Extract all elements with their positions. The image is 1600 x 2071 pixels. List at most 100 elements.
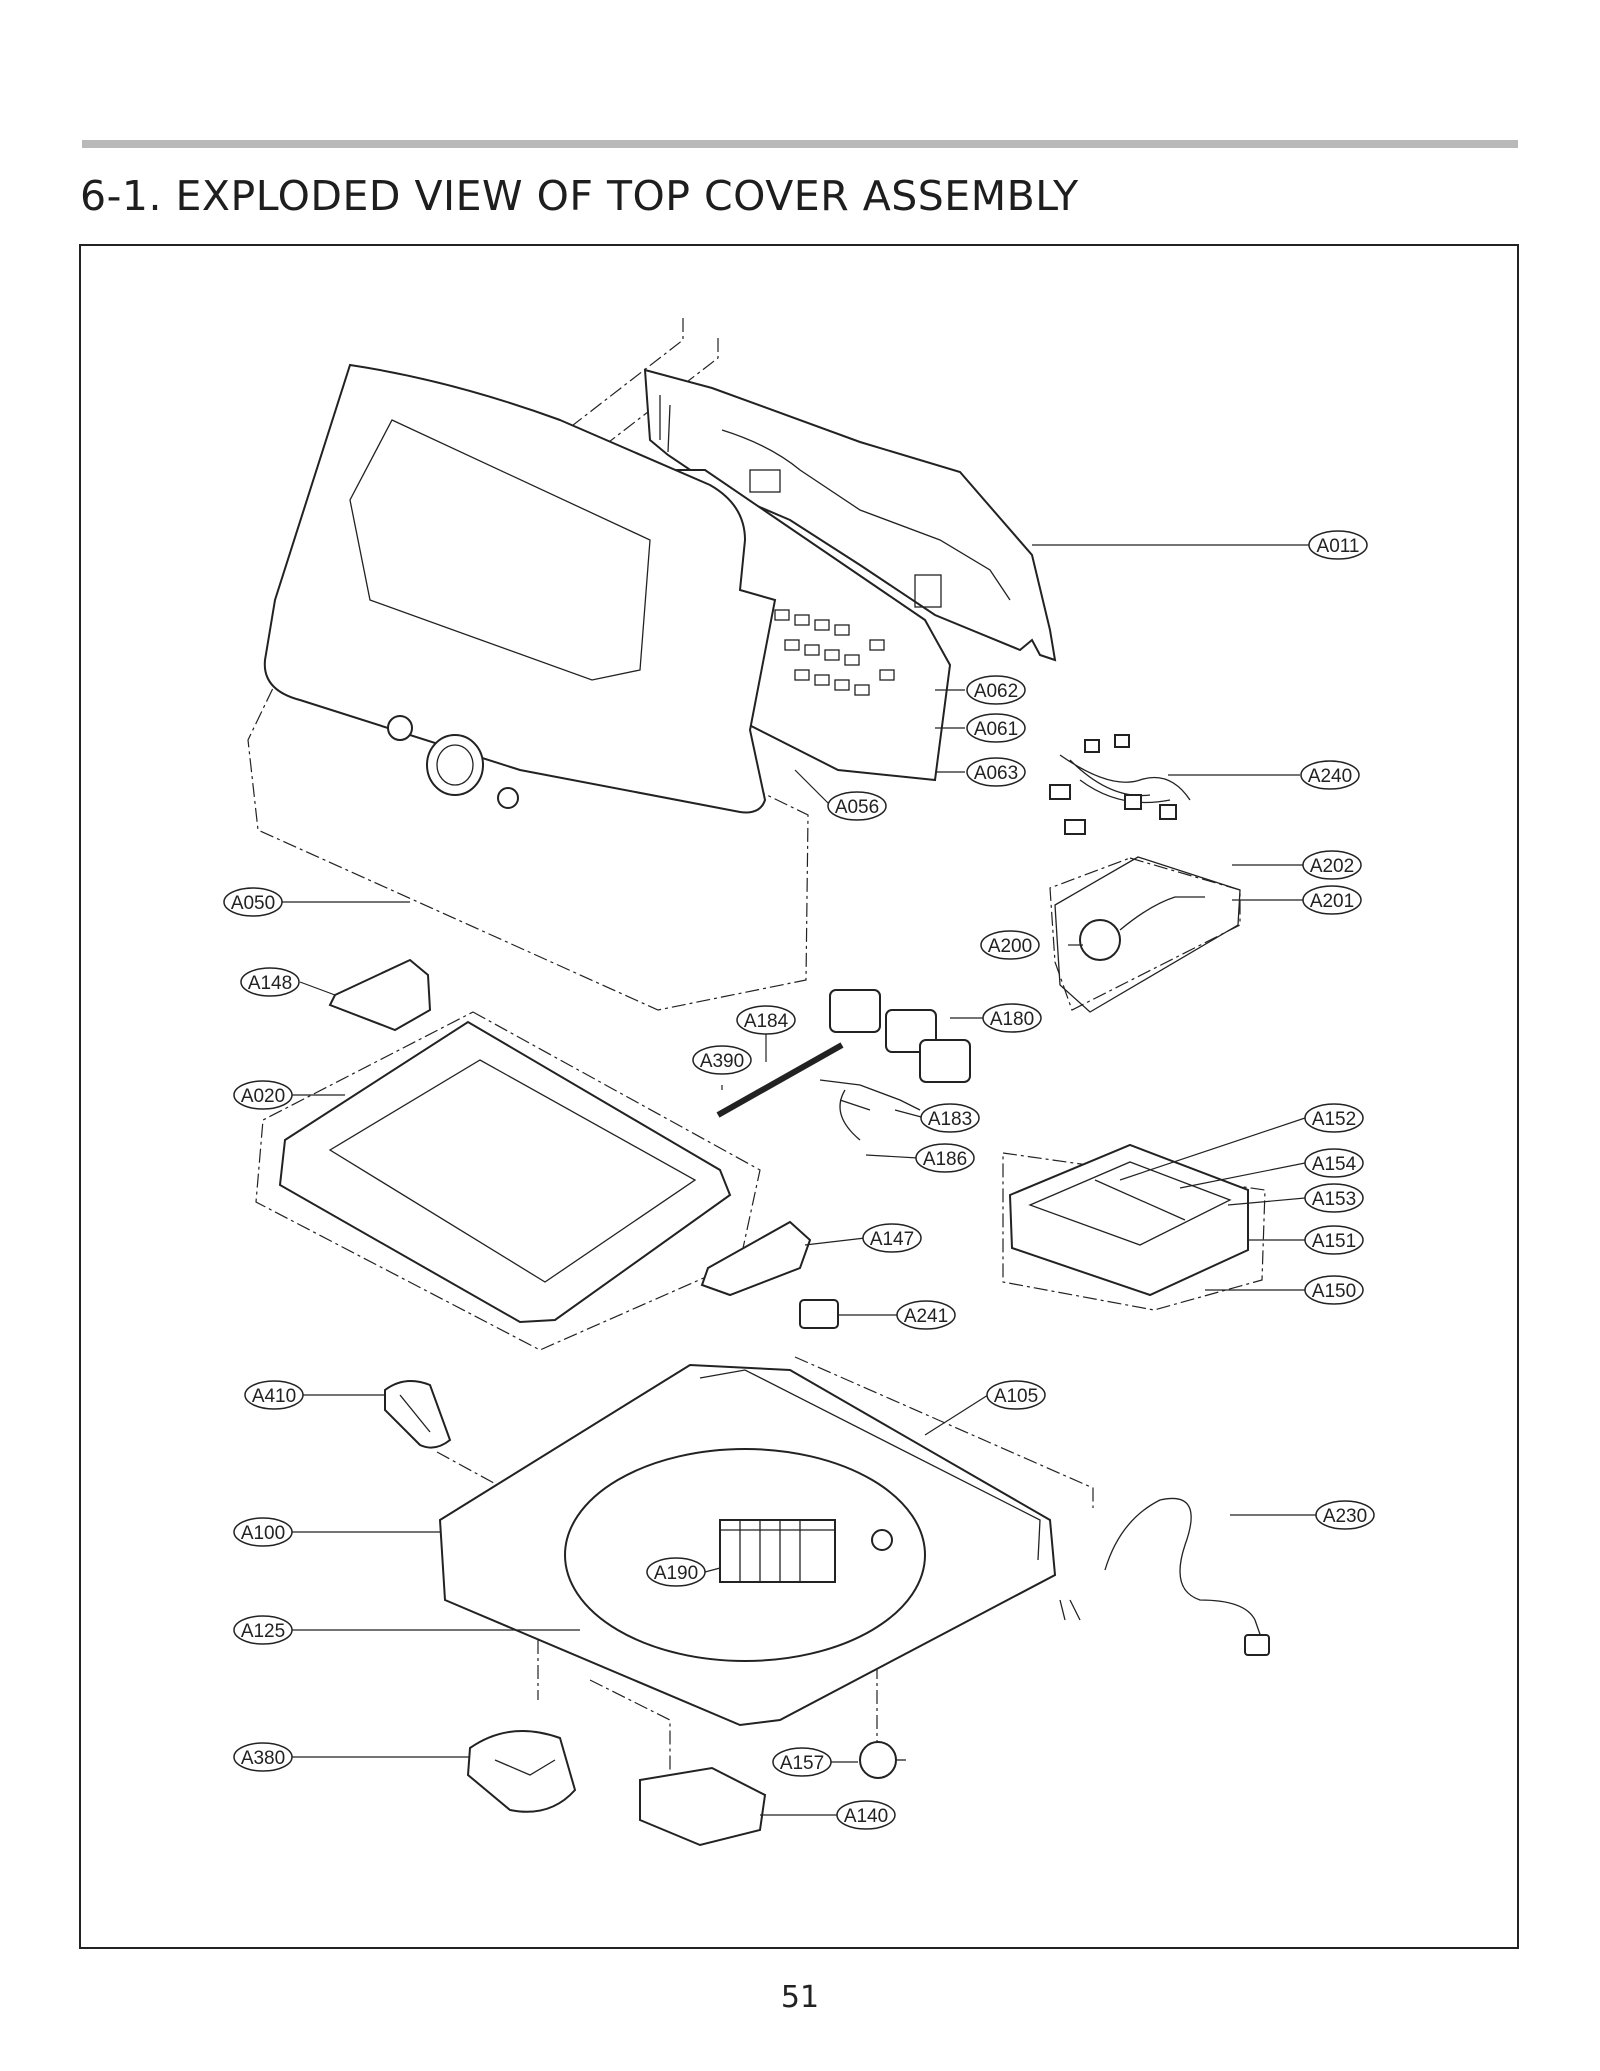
callout-a186: A186 — [915, 1143, 975, 1173]
callout-bubble — [896, 1300, 956, 1330]
callout-label: A150 — [1312, 1281, 1356, 1302]
callout-label: A186 — [923, 1149, 967, 1170]
callout-a241: A241 — [896, 1300, 956, 1330]
callout-a201: A201 — [1302, 885, 1362, 915]
inlet-hose-part — [716, 1042, 844, 1118]
callout-a390: A390 — [692, 1045, 752, 1075]
callout-a200: A200 — [980, 930, 1040, 960]
callout-a147: A147 — [862, 1223, 922, 1253]
callout-label: A154 — [1312, 1154, 1357, 1175]
diagram-frame — [79, 244, 1519, 1949]
callout-a152: A152 — [1304, 1103, 1364, 1133]
callout-label: A063 — [974, 763, 1018, 784]
callout-a202: A202 — [1302, 850, 1362, 880]
callout-label: A200 — [988, 936, 1032, 957]
wire-harness-part — [1049, 734, 1191, 835]
callout-a180: A180 — [982, 1003, 1042, 1033]
callout-a062: A062 — [966, 675, 1026, 705]
callout-bubble — [1308, 530, 1368, 560]
callout-bubble — [1304, 1148, 1364, 1178]
callout-bubble — [966, 757, 1026, 787]
callout-bubble — [966, 713, 1026, 743]
callout-a148: A148 — [240, 967, 300, 997]
callout-bubble — [646, 1557, 706, 1587]
callout-a125: A125 — [233, 1615, 293, 1645]
callout-a150: A150 — [1304, 1275, 1364, 1305]
lid-part — [278, 1020, 732, 1324]
callout-label: A240 — [1308, 766, 1352, 787]
callout-a410: A410 — [244, 1380, 304, 1410]
callout-bubble — [920, 1103, 980, 1133]
callout-a105: A105 — [986, 1380, 1046, 1410]
hinge-bracket-148-part — [328, 958, 432, 1032]
callout-label: A190 — [654, 1563, 698, 1584]
callout-bubble — [1304, 1275, 1364, 1305]
callout-bubble — [966, 675, 1026, 705]
callout-a063: A063 — [966, 757, 1026, 787]
page-number: 51 — [780, 1980, 820, 2015]
callout-a240: A240 — [1300, 760, 1360, 790]
callout-bubble — [982, 1003, 1042, 1033]
callout-a050: A050 — [223, 887, 283, 917]
callout-bubble — [1304, 1183, 1364, 1213]
control-housing-part — [263, 363, 777, 814]
callout-bubble — [980, 930, 1040, 960]
callout-label: A180 — [990, 1009, 1034, 1030]
callout-a183: A183 — [920, 1103, 980, 1133]
callout-bubble — [1302, 850, 1362, 880]
callout-bubble — [1304, 1225, 1364, 1255]
callout-bubble — [233, 1517, 293, 1547]
callout-bubble — [915, 1143, 975, 1173]
page-title: 6-1. EXPLODED VIEW OF TOP COVER ASSEMBLY — [80, 172, 1079, 220]
detergent-dispenser-part — [1008, 1143, 1249, 1297]
callout-label: A410 — [252, 1386, 296, 1407]
callout-bubble — [692, 1045, 752, 1075]
callout-bubble — [1315, 1500, 1375, 1530]
callout-label: A056 — [835, 797, 879, 818]
callout-label: A100 — [241, 1523, 285, 1544]
callout-label: A380 — [241, 1748, 285, 1769]
callout-bubble — [1300, 760, 1360, 790]
callout-label: A140 — [844, 1806, 888, 1827]
callout-label: A241 — [904, 1306, 948, 1327]
callout-label: A147 — [870, 1229, 914, 1250]
callout-label: A202 — [1310, 856, 1354, 877]
latch-assembly-part — [466, 1729, 577, 1813]
callout-label: A125 — [241, 1621, 285, 1642]
callout-label: A151 — [1312, 1231, 1356, 1252]
knob-part — [859, 1741, 906, 1779]
callout-label: A062 — [974, 681, 1018, 702]
callout-bubble — [772, 1747, 832, 1777]
power-cord-part — [1059, 1497, 1270, 1656]
pressure-switch-part — [1054, 856, 1241, 1013]
callout-bubble — [244, 1380, 304, 1410]
water-valve-part — [819, 989, 971, 1141]
callout-bubble — [862, 1223, 922, 1253]
callout-bubble — [233, 1080, 293, 1110]
header-rule — [82, 140, 1518, 148]
lid-switch-part — [799, 1299, 839, 1329]
callout-label: A183 — [928, 1109, 972, 1130]
callout-bubble — [1302, 885, 1362, 915]
callout-bubble — [986, 1380, 1046, 1410]
leader-lines — [282, 544, 1318, 1816]
callout-label: A153 — [1312, 1189, 1356, 1210]
callout-bubble — [1304, 1103, 1364, 1133]
callout-a151: A151 — [1304, 1225, 1364, 1255]
callout-label: A105 — [994, 1386, 1038, 1407]
callout-label: A184 — [744, 1011, 789, 1032]
callout-a011: A011 — [1308, 530, 1368, 560]
callout-bubble — [240, 967, 300, 997]
callout-bubble — [223, 887, 283, 917]
callout-a230: A230 — [1315, 1500, 1375, 1530]
callout-bubble — [233, 1742, 293, 1772]
lid-bumper-part — [384, 1380, 452, 1449]
callout-a061: A061 — [966, 713, 1026, 743]
hinge-bracket-147-part — [700, 1220, 812, 1297]
top-cover-part — [438, 1363, 1057, 1727]
callout-a020: A020 — [233, 1080, 293, 1110]
callout-bubble — [836, 1800, 896, 1830]
callout-bubble — [233, 1615, 293, 1645]
